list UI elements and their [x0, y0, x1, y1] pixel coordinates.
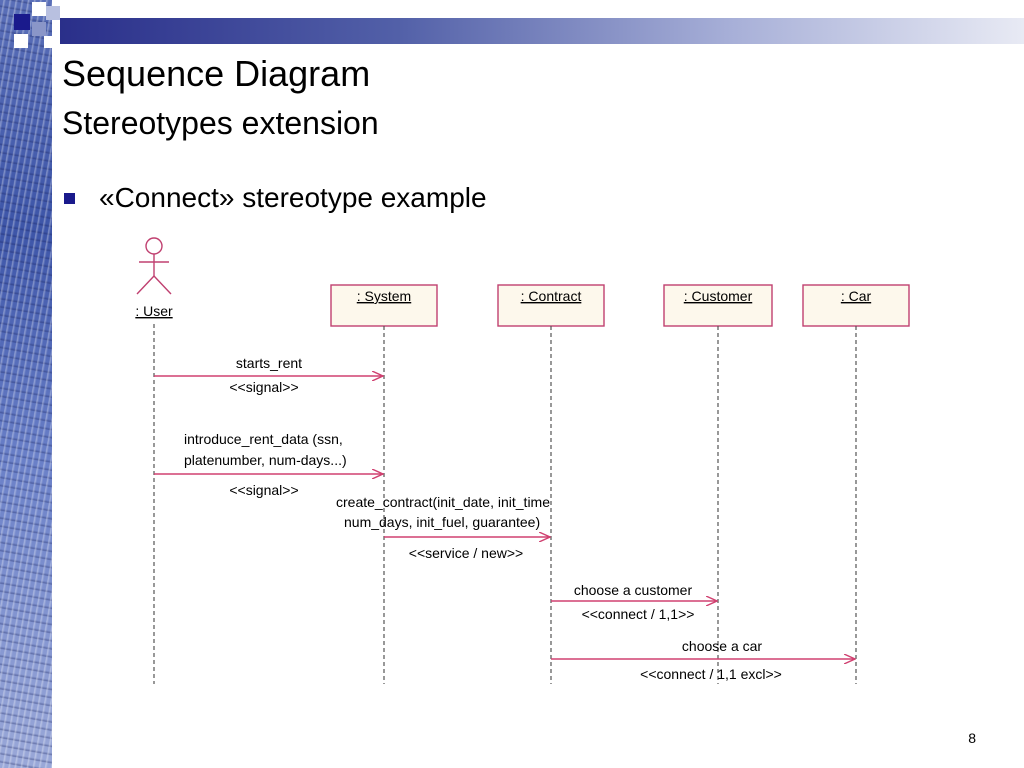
decor-square — [32, 22, 46, 36]
decor-square — [46, 6, 60, 20]
lifeline-box-system: : System — [330, 284, 438, 327]
message-stereotype: <<signal>> — [229, 482, 298, 498]
decor-square — [32, 2, 46, 16]
message-stereotype: <<connect / 1,1 excl>> — [640, 666, 782, 682]
lifeline-label-system: : System — [357, 288, 411, 304]
user-actor-icon — [136, 237, 172, 295]
message-label: choose a car — [682, 638, 762, 654]
message-label: choose a customer — [574, 582, 693, 598]
bullet-text: «Connect» stereotype example — [99, 182, 487, 213]
message-label: starts_rent — [236, 355, 302, 371]
lifeline-label-contract: : Contract — [521, 288, 582, 304]
message-label: platenumber, num-days...) — [184, 452, 347, 468]
lifeline-box-customer: : Customer — [663, 284, 773, 327]
decor-square — [14, 34, 28, 48]
lifeline-label-car: : Car — [841, 288, 872, 304]
lifeline-box-contract: : Contract — [497, 284, 605, 327]
page-number: 8 — [968, 730, 976, 746]
bullet-item: «Connect» stereotype example — [62, 180, 487, 216]
message-label: num_days, init_fuel, guarantee) — [344, 514, 540, 530]
left-decorative-strip — [0, 0, 52, 768]
message-label: create_contract(init_date, init_time — [336, 494, 550, 510]
bullet-square-icon — [64, 192, 75, 204]
message-stereotype: <<signal>> — [229, 379, 298, 395]
slide-title: Sequence Diagram — [62, 53, 371, 94]
top-gradient-bar — [60, 18, 1024, 44]
decor-square — [14, 14, 30, 30]
lifeline-box-car: : Car — [802, 284, 910, 327]
code-texture-background — [0, 0, 52, 768]
lifeline-label-customer: : Customer — [684, 288, 753, 304]
decor-square — [44, 36, 56, 48]
message-stereotype: <<service / new>> — [409, 545, 523, 561]
message-label: introduce_rent_data (ssn, — [184, 431, 343, 447]
slide-subtitle: Stereotypes extension — [62, 105, 379, 141]
message-stereotype: <<connect / 1,1>> — [582, 606, 695, 622]
actor-label: : User — [135, 303, 173, 319]
